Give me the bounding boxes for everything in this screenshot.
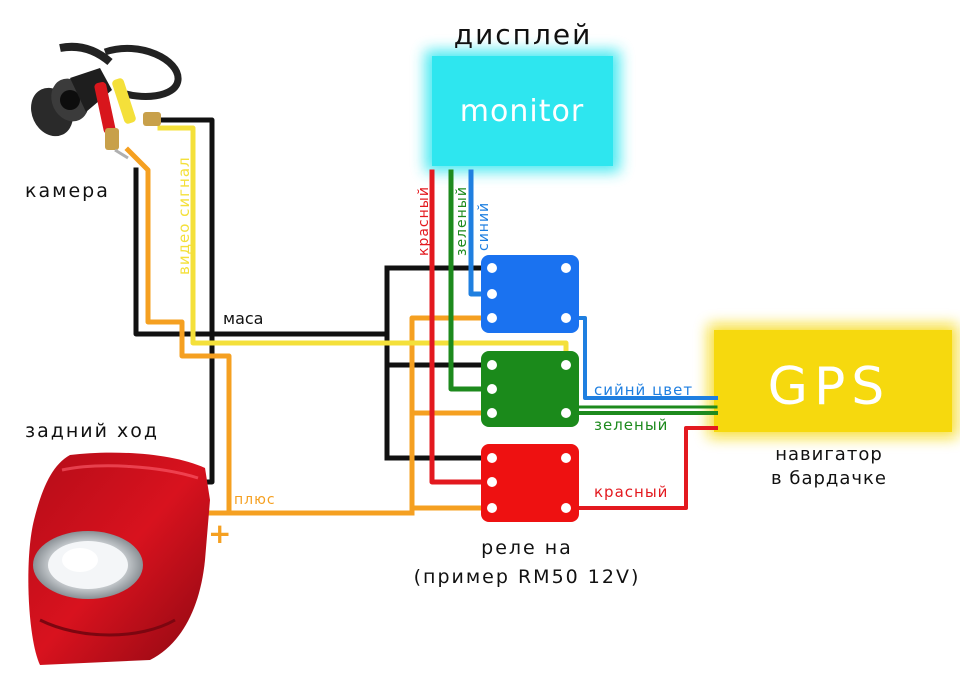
camera-image: [31, 42, 182, 160]
monitor-box: monitor: [425, 50, 620, 172]
camera-label: камера: [25, 180, 110, 202]
relay-red: [481, 444, 579, 522]
gps-label: GPS: [768, 357, 891, 417]
wire-orange-camera: [124, 146, 415, 516]
red-wire-label: красный: [416, 186, 432, 256]
green-h-label: зеленый: [594, 416, 668, 434]
wire-black-camera-right: [157, 117, 215, 485]
video-signal-label: видео сигнал: [175, 156, 193, 275]
plus-sign: +: [208, 517, 231, 550]
gps-box: GPS: [708, 324, 958, 438]
blue-wire-label: синий: [476, 202, 492, 251]
wire-black-camera: [133, 167, 390, 337]
relay-blue: [481, 255, 579, 333]
relay-green: [481, 351, 579, 427]
relay-caption-line1: реле на: [481, 537, 573, 559]
display-label: дисплей: [454, 18, 593, 51]
red-h-label: красный: [594, 483, 668, 501]
tail-light-image: [28, 452, 211, 665]
ground-label: маса: [223, 309, 263, 328]
wire-green-monitor: [448, 169, 495, 392]
wires: [124, 117, 718, 516]
reverse-label: задний ход: [25, 420, 159, 442]
wire-red-gps: [564, 426, 718, 510]
navigator-label-line1: навигатор: [775, 444, 883, 465]
plus-label: плюс: [234, 492, 276, 508]
green-wire-label: зеленый: [454, 186, 470, 256]
blue-color-label: сийнй цвет: [594, 381, 693, 399]
relay-caption-line2: (пример RM50 12V): [414, 566, 641, 588]
navigator-label-line2: в бардачке: [771, 468, 887, 489]
wire-yellow-video: [157, 125, 569, 367]
monitor-label: monitor: [460, 94, 584, 129]
wire-red-monitor: [429, 169, 495, 485]
